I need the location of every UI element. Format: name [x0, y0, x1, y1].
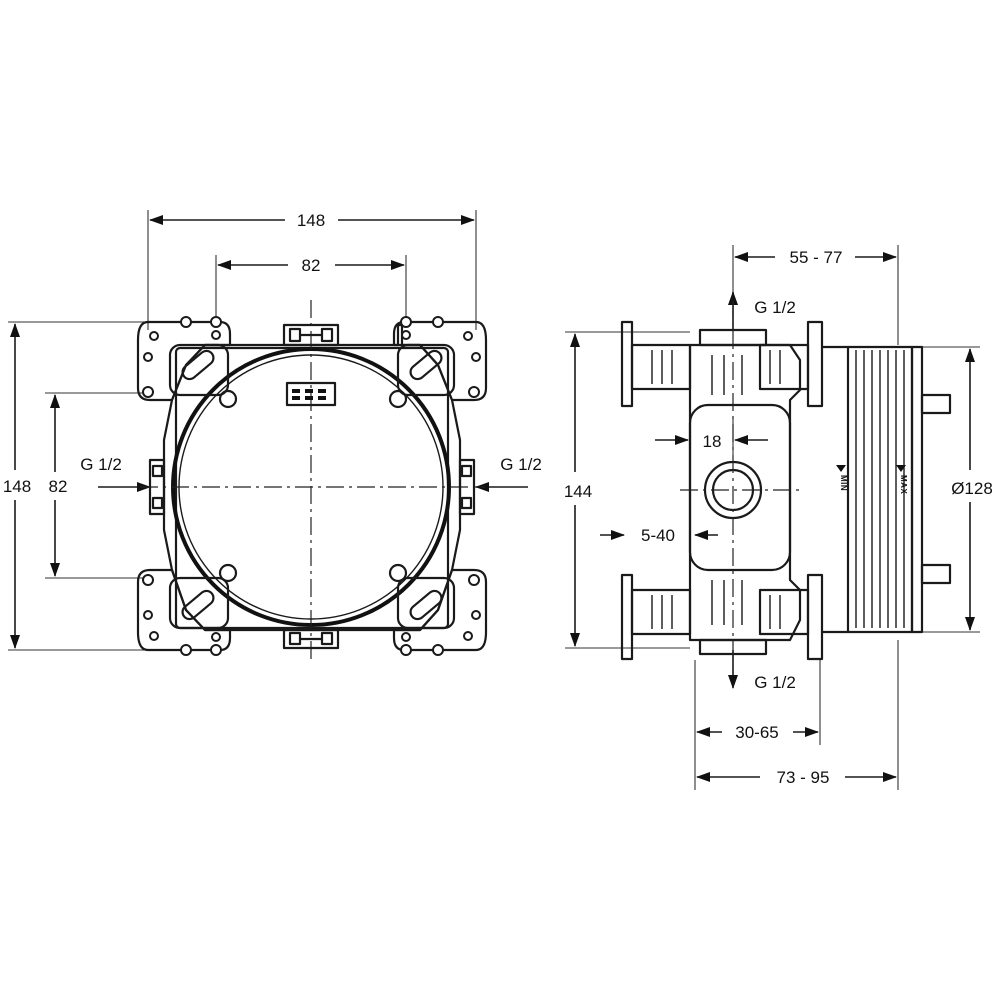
bracket-bottom-right	[392, 568, 488, 656]
bracket-top-left	[136, 316, 232, 402]
port-right-label: G 1/2	[500, 455, 542, 474]
dim-depth-total: 55 - 77	[734, 248, 897, 267]
dim-depth-total-label: 55 - 77	[790, 248, 843, 267]
connector-right	[458, 458, 476, 516]
flange-bottom-left	[620, 573, 634, 661]
dim-offset-label: 5-40	[641, 526, 675, 545]
dim-width-overall: 148	[149, 211, 475, 230]
dim-width-holes-label: 82	[302, 256, 321, 275]
dim-mount-range: 30-65	[696, 723, 819, 742]
cap-pin-bottom	[920, 563, 952, 585]
end-cap	[910, 345, 924, 634]
dim-diameter: Ø128	[951, 348, 993, 631]
boss-bottom-right	[388, 563, 408, 583]
dim-width-overall-label: 148	[297, 211, 325, 230]
boss-top-right	[388, 389, 408, 409]
flange-top-left	[620, 320, 634, 408]
bracket-bottom-left	[136, 568, 232, 656]
dim-height-holes-label: 82	[49, 477, 68, 496]
housing-outline	[162, 323, 462, 632]
connector-bottom	[282, 628, 340, 650]
flange-bottom-right	[806, 573, 824, 661]
flange-top-right	[806, 320, 824, 408]
dim-height-holes: 82	[49, 394, 68, 577]
cap-pin-top	[920, 393, 952, 415]
side-view: 55 - 77 G 1/2 G 1/2 144 18 5-40	[564, 245, 993, 790]
valve-housing	[688, 403, 792, 572]
connector-left	[148, 458, 166, 516]
boss-top-left	[218, 389, 238, 409]
boss-bottom-left	[218, 563, 238, 583]
port-left-label: G 1/2	[80, 455, 122, 474]
dim-height-overall: 148	[3, 323, 31, 649]
dim-port-width: 18	[655, 432, 768, 451]
connector-top	[282, 323, 340, 347]
dim-height-overall-label: 148	[3, 477, 31, 496]
dim-port-width-label: 18	[703, 432, 722, 451]
dim-height-label: 144	[564, 482, 592, 501]
dim-total-range: 73 - 95	[696, 768, 897, 787]
port-bottom-label: G 1/2	[754, 673, 796, 692]
dim-total-range-label: 73 - 95	[777, 768, 830, 787]
rail-bottom	[630, 588, 810, 636]
mark-min: MIN	[839, 475, 848, 491]
dim-offset: 5-40	[600, 526, 718, 545]
bracket-top-right	[392, 316, 488, 402]
mark-max: MAX	[899, 475, 908, 494]
dim-mount-range-label: 30-65	[735, 723, 778, 742]
dim-diameter-label: Ø128	[951, 479, 993, 498]
dim-width-holes: 82	[217, 256, 405, 275]
dim-height: 144	[564, 333, 592, 647]
label-plate	[285, 381, 337, 407]
rail-top	[630, 343, 810, 391]
port-top-label: G 1/2	[754, 298, 796, 317]
front-view: 148 82 148 82 G 1/2 G 1/2	[3, 210, 542, 662]
